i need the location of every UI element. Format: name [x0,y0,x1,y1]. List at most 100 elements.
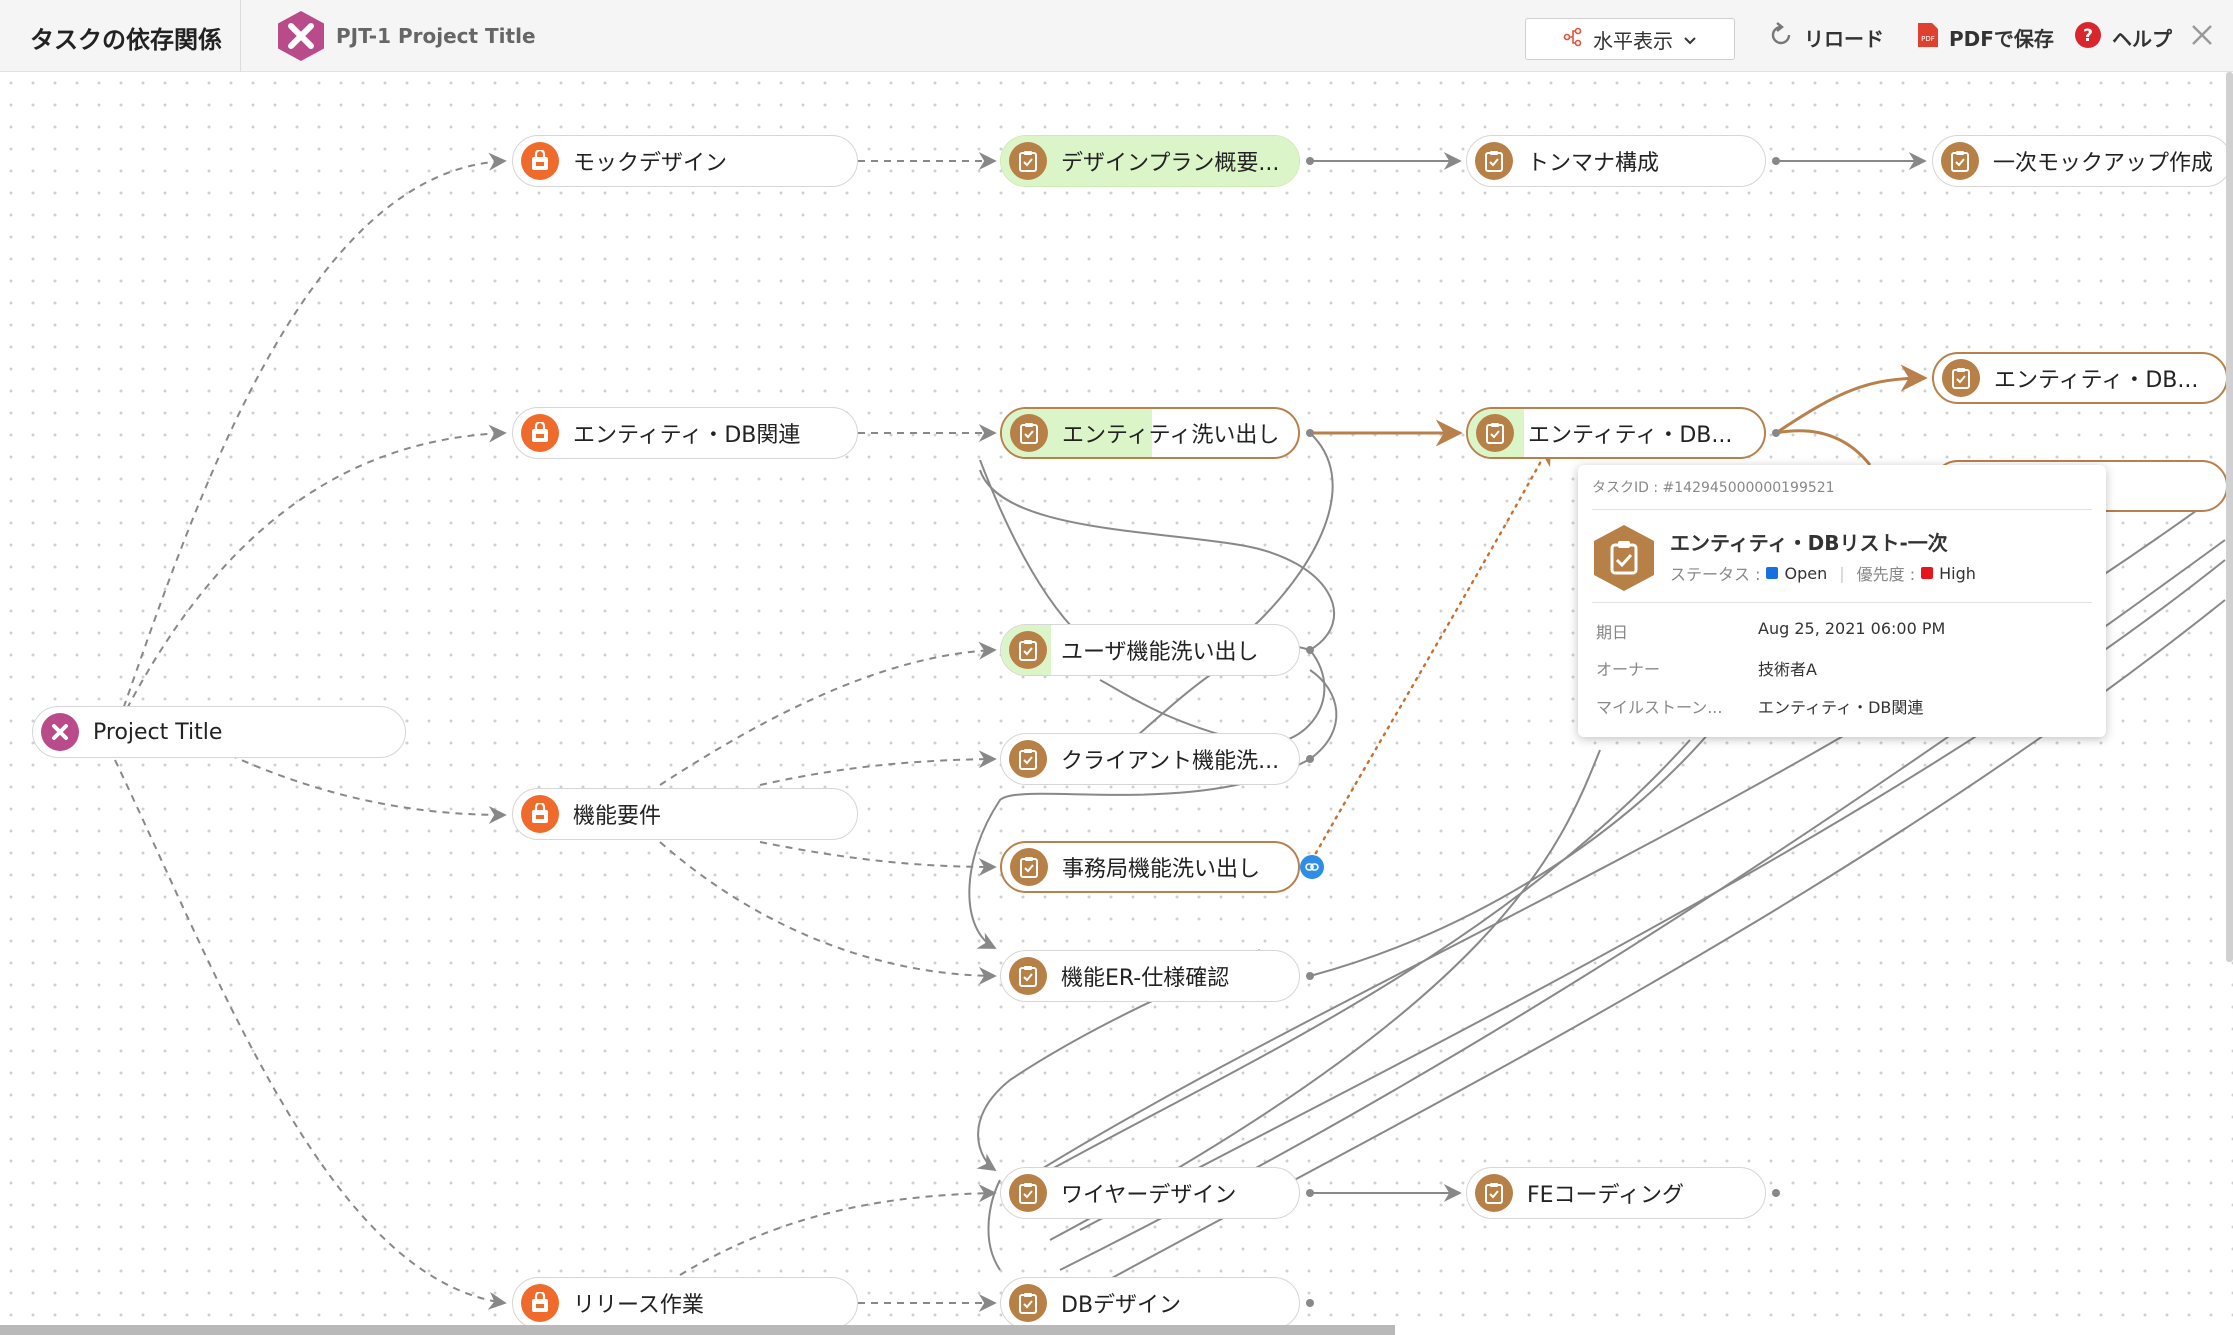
node-label: 機能ER-仕様確認 [1061,966,1230,991]
connector-dot[interactable] [1306,646,1314,654]
task-icon [1475,142,1513,180]
node-label: エンティティ・DB... [1994,368,2199,393]
connector-dot[interactable] [1306,157,1314,165]
task-icon [1010,848,1048,886]
task-icon [1476,414,1514,452]
close-icon [2190,23,2214,52]
node-task-fe-coding[interactable]: FEコーディング [1466,1167,1766,1219]
reload-label: リロード [1804,26,1884,51]
task-icon [1941,142,1979,180]
milestone-icon [521,1284,559,1322]
edge-root-release [114,759,507,1310]
edge-entitydb-next [1775,429,1872,466]
link-icon[interactable] [1300,855,1324,879]
edge-func-client [759,750,997,786]
owner-label: オーナー [1596,660,1661,679]
tooltip-divider [1592,602,2092,603]
node-task-er-spec[interactable]: 機能ER-仕様確認 [1000,950,1300,1002]
meta-separator: | [1839,563,1845,583]
project-logo-icon [275,10,327,62]
milestone-icon [521,795,559,833]
node-project-root[interactable]: Project Title [32,706,406,758]
milestone-icon [521,414,559,452]
node-label: 一次モックアップ作成 [1993,151,2214,176]
priority-color-swatch [1921,567,1934,579]
node-milestone-mock[interactable]: モックデザイン [512,135,858,187]
task-icon [1475,1174,1513,1212]
owner-value: 技術者A [1758,660,1817,679]
priority-label: 優先度 : [1856,565,1916,584]
task-icon [1009,957,1047,995]
connector-dot[interactable] [1306,1299,1314,1307]
status-label: ステータス : [1670,565,1761,584]
vertical-scrollbar[interactable] [2226,72,2233,962]
node-task-tone[interactable]: トンマナ構成 [1466,135,1766,187]
project-icon [41,713,79,751]
help-button[interactable]: ? ヘルプ [2074,20,2172,54]
node-task-db-design[interactable]: DBデザイン [1000,1277,1300,1329]
task-icon [1942,359,1980,397]
view-mode-select[interactable]: 水平表示 [1525,18,1735,60]
node-label: FEコーディング [1527,1183,1685,1208]
node-task-entity-db-2[interactable]: エンティティ・DB... [1932,352,2228,404]
close-button[interactable] [2190,20,2214,54]
node-milestone-entity[interactable]: エンティティ・DB関連 [512,407,858,459]
connector-dot[interactable] [1306,972,1314,980]
node-label: ユーザ機能洗い出し [1061,640,1259,665]
tooltip-task-id: タスクID : #142945000000199521 [1592,480,1835,496]
help-icon: ? [2074,21,2102,54]
node-task-wireframe[interactable]: ワイヤーデザイン [1000,1167,1300,1219]
node-task-first-mock[interactable]: 一次モックアップ作成 [1932,135,2232,187]
milestone-value: エンティティ・DB関連 [1758,698,1924,717]
task-icon [1592,523,1656,593]
node-task-entity-list[interactable]: エンティティ洗い出し [1000,407,1300,459]
svg-text:?: ? [2083,26,2093,46]
connector-dot[interactable] [1772,429,1780,437]
connector-dot[interactable] [1306,429,1314,437]
milestone-label: マイルストーン... [1596,698,1723,717]
horizontal-scrollbar[interactable] [0,1325,1395,1335]
task-icon [1010,414,1048,452]
milestone-icon [521,142,559,180]
hierarchy-icon [1563,27,1583,52]
edge-func-er [659,841,997,985]
due-date-value: Aug 25, 2021 06:00 PM [1758,619,1946,638]
connector-dot[interactable] [1772,157,1780,165]
page-title: タスクの依存関係 [30,26,222,54]
node-milestone-func[interactable]: 機能要件 [512,788,858,840]
edge-root-entity [114,424,507,733]
edge-root-func [229,754,507,824]
edge-root-mock [114,152,507,733]
reload-icon [1768,21,1794,53]
node-task-user-func[interactable]: ユーザ機能洗い出し [1000,624,1300,676]
node-task-office-func[interactable]: 事務局機能洗い出し [1000,841,1300,893]
connector-dot[interactable] [1306,1189,1314,1197]
node-label: エンティティ・DB... [1528,423,1733,448]
task-icon [1009,1284,1047,1322]
connector-dot[interactable] [1306,755,1314,763]
reload-button[interactable]: リロード [1768,20,1884,54]
edge-entitydb-entitydb2 [1775,364,1928,435]
project-name[interactable]: PJT-1 Project Title [336,24,536,48]
priority-value: High [1939,563,1976,583]
save-pdf-button[interactable]: PDF PDFで保存 [1917,20,2054,54]
node-label: Project Title [93,719,223,745]
save-pdf-label: PDFで保存 [1949,26,2054,51]
node-label: エンティティ・DB関連 [573,423,801,448]
due-date-label: 期日 [1596,623,1629,642]
node-task-entity-db[interactable]: エンティティ・DB... [1466,407,1766,459]
node-label: リリース作業 [573,1293,704,1318]
node-task-design-plan[interactable]: デザインプラン概要... [1000,135,1300,187]
top-bar: タスクの依存関係 PJT-1 Project Title 水平表示 リロード P… [0,0,2233,72]
tooltip-meta: ステータス : Open | 優先度 : High [1670,561,1976,585]
node-task-client-func[interactable]: クライアント機能洗... [1000,733,1300,785]
task-tooltip: タスクID : #142945000000199521 エンティティ・DBリスト… [1578,465,2106,737]
pdf-icon: PDF [1917,22,1939,53]
tooltip-divider [1592,509,2092,510]
connector-dot[interactable] [1772,1189,1780,1197]
edge-release-wire [679,1184,997,1276]
node-label: ワイヤーデザイン [1061,1183,1237,1208]
node-label: モックデザイン [573,151,728,176]
node-milestone-release[interactable]: リリース作業 [512,1277,858,1329]
node-label: トンマナ構成 [1527,151,1660,176]
